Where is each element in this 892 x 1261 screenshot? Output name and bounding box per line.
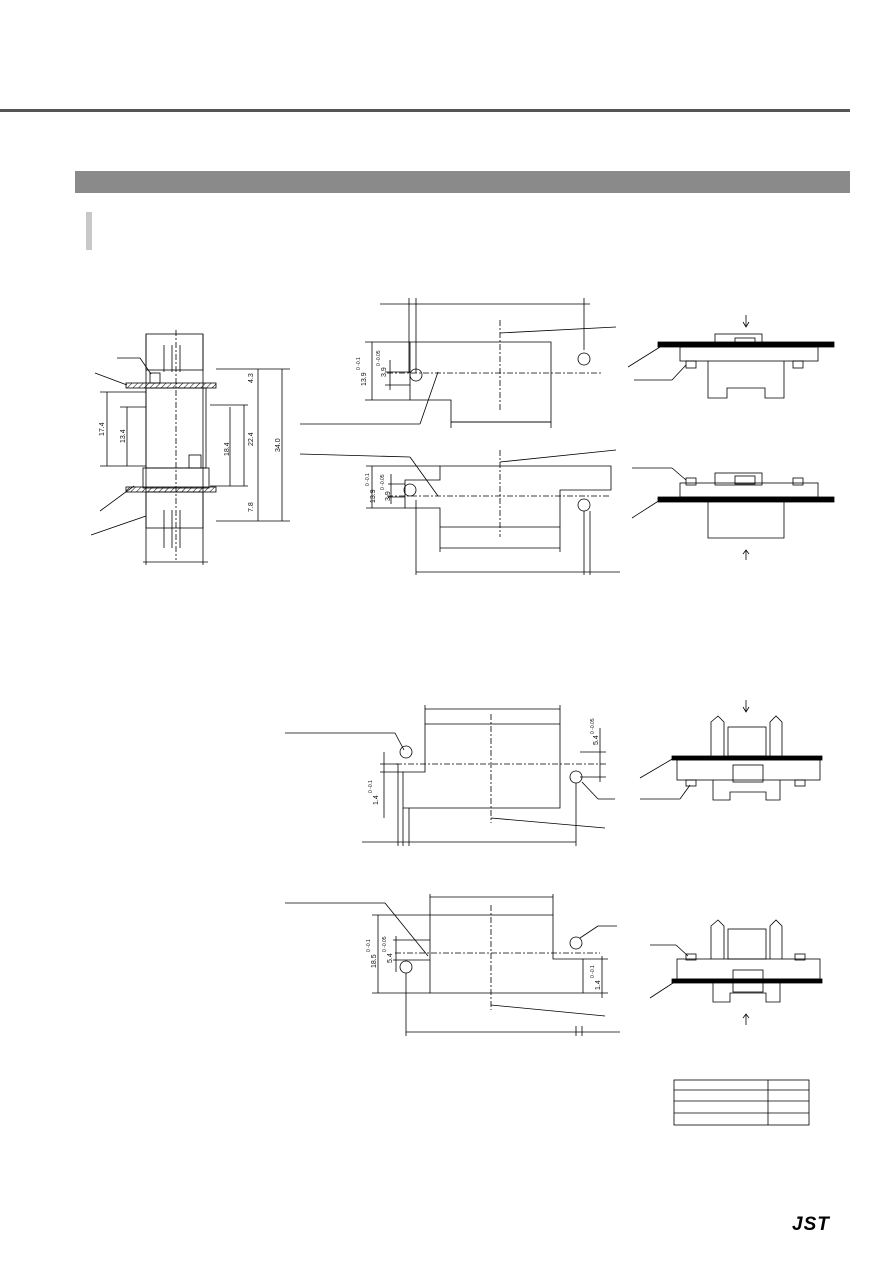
dim-18-4: 18.4 xyxy=(224,442,231,456)
layout-4-hole-dim: 5.4 xyxy=(387,953,394,963)
layout-1-outer-tolerance: 0 -0.1 xyxy=(356,357,362,370)
connector-view-4 xyxy=(649,919,823,1025)
dim-34-0: 34.0 xyxy=(275,438,282,452)
layout-1-outer-dim: 13.9 xyxy=(361,372,368,386)
subsection-marker xyxy=(86,212,92,250)
jst-logo: JST xyxy=(792,1214,830,1235)
panel-cutout-layout-3 xyxy=(285,705,615,846)
section-title-bar xyxy=(75,171,850,193)
dim-22-4: 22.4 xyxy=(248,432,255,446)
layout-3-offset-dim: 1.4 xyxy=(373,795,380,805)
layout-2-outer-dim: 13.9 xyxy=(370,489,377,503)
layout-3-offset-tolerance: 0 -0.1 xyxy=(368,780,374,793)
connector-view-3 xyxy=(639,700,823,801)
spec-table xyxy=(673,1079,810,1126)
layout-4-outer-dim: 18.5 xyxy=(371,954,378,968)
layout-2-hole-dim: 3.9 xyxy=(385,491,392,501)
dim-13-4: 13.4 xyxy=(120,429,127,443)
layout-3-hole-dim: 5.4 xyxy=(593,735,600,745)
layout-4-outer-tolerance: 0 -0.1 xyxy=(366,939,372,952)
connector-view-2 xyxy=(631,467,835,560)
layout-2-hole-tolerance: 0 -0.05 xyxy=(380,474,386,490)
panel-cutout-layout-1 xyxy=(300,298,617,428)
layout-4-hole-tolerance: 0 -0.05 xyxy=(382,936,388,952)
layout-2-outer-tolerance: 0 -0.1 xyxy=(365,473,371,486)
dim-7-8: 7.8 xyxy=(248,502,255,512)
side-view-drawing xyxy=(90,330,290,565)
dim-17-4: 17.4 xyxy=(99,422,106,436)
layout-3-hole-tolerance: 0 -0.05 xyxy=(590,718,596,734)
header-rule xyxy=(0,109,850,112)
dim-4-3: 4.3 xyxy=(248,373,255,383)
panel-cutout-layout-4 xyxy=(285,894,620,1036)
layout-1-hole-tolerance: 0 -0.05 xyxy=(376,350,382,366)
panel-cutout-layout-2 xyxy=(299,449,620,575)
layout-4-offset-tolerance: 0 -0.1 xyxy=(590,965,596,978)
connector-view-1 xyxy=(627,315,835,399)
layout-4-offset-dim: 1.4 xyxy=(595,980,602,990)
layout-1-hole-dim: 3.9 xyxy=(381,367,388,377)
